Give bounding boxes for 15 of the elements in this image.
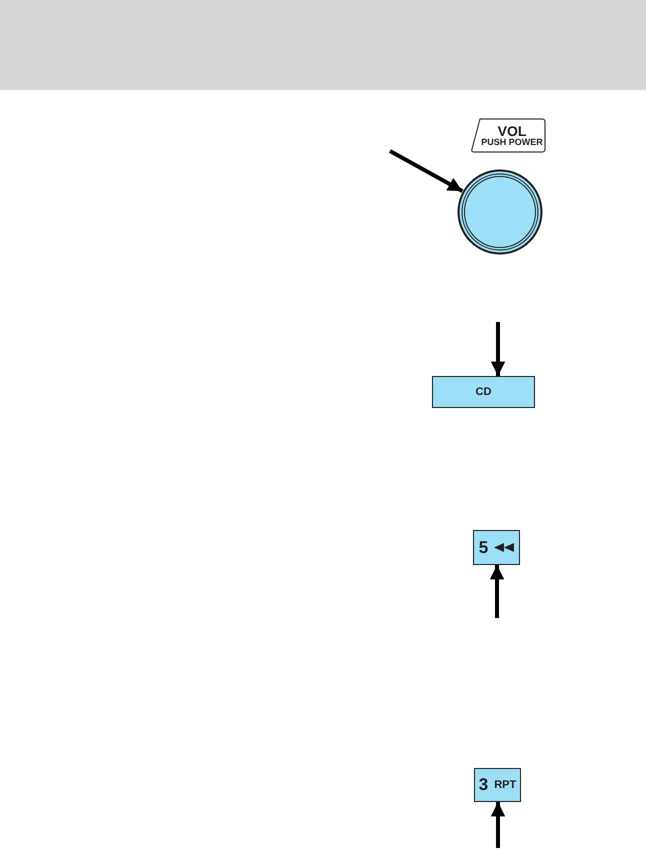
arrow (490, 802, 506, 848)
knob-label: PUSH POWER (481, 138, 543, 147)
arrow (490, 322, 506, 376)
button (473, 530, 520, 565)
arrow (389, 149, 464, 193)
button (432, 376, 535, 408)
button-label: 5 (478, 538, 488, 558)
button-label: 3 (478, 775, 488, 795)
knob-label: VOL (498, 124, 526, 138)
knob-label-plate (470, 118, 546, 153)
button-label: RPT (494, 779, 516, 791)
knob (457, 169, 543, 255)
button (474, 768, 521, 802)
arrow (490, 565, 504, 618)
button-label: CD (476, 386, 492, 398)
